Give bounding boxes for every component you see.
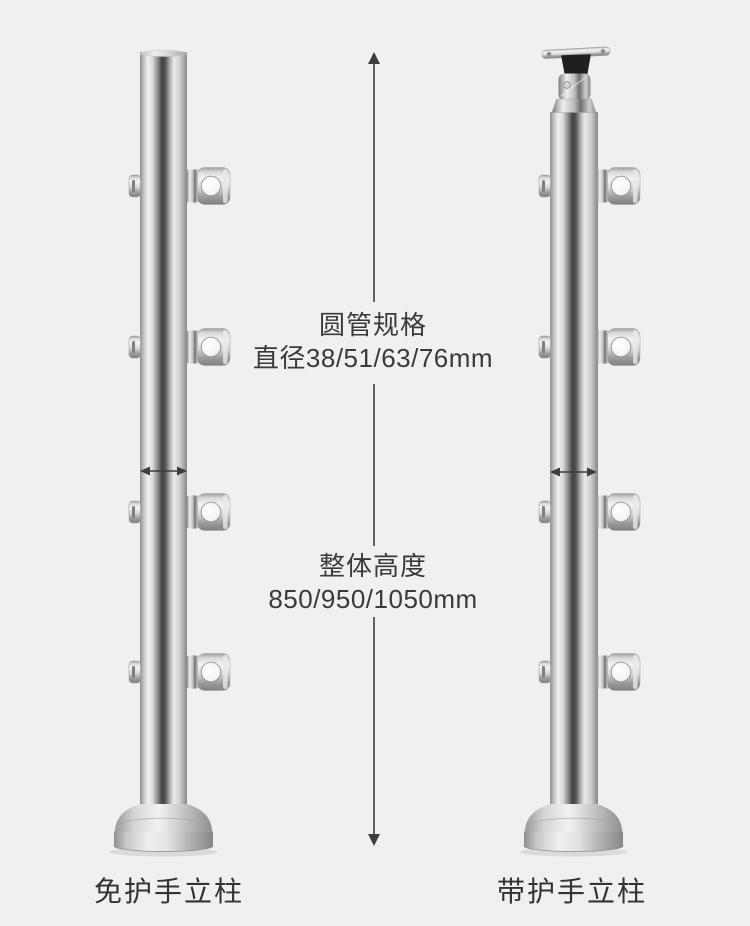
diameter-arrow-left bbox=[140, 466, 187, 476]
handrail-saddle-assembly bbox=[541, 46, 611, 113]
tube-spec-value: 直径38/51/63/76mm bbox=[252, 343, 494, 373]
right-post-label: 带护手立柱 bbox=[496, 876, 648, 907]
tube-spec-title: 圆管规格 bbox=[318, 310, 428, 340]
saddle-screw-hole bbox=[600, 48, 606, 54]
left-post-label: 免护手立柱 bbox=[93, 876, 245, 907]
right-post bbox=[519, 46, 641, 857]
tube-spec-annotation: 圆管规格 直径38/51/63/76mm bbox=[253, 309, 493, 375]
rubber-gasket bbox=[561, 54, 591, 76]
left-post bbox=[109, 50, 231, 857]
post-body bbox=[140, 52, 187, 804]
post-body bbox=[550, 112, 598, 804]
overall-height-annotation: 整体高度 850/950/1050mm bbox=[268, 550, 477, 616]
collar bbox=[551, 98, 597, 113]
joint-screw bbox=[563, 81, 571, 89]
saddle-screw-hole bbox=[546, 51, 552, 57]
overall-height-title: 整体高度 bbox=[318, 551, 427, 581]
base-flange bbox=[519, 800, 628, 857]
height-dimension-arrow bbox=[368, 52, 380, 846]
diameter-arrow-right bbox=[550, 467, 597, 477]
overall-height-value: 850/950/1050mm bbox=[268, 584, 478, 614]
post-top-cap bbox=[139, 50, 188, 57]
base-flange bbox=[109, 800, 218, 857]
